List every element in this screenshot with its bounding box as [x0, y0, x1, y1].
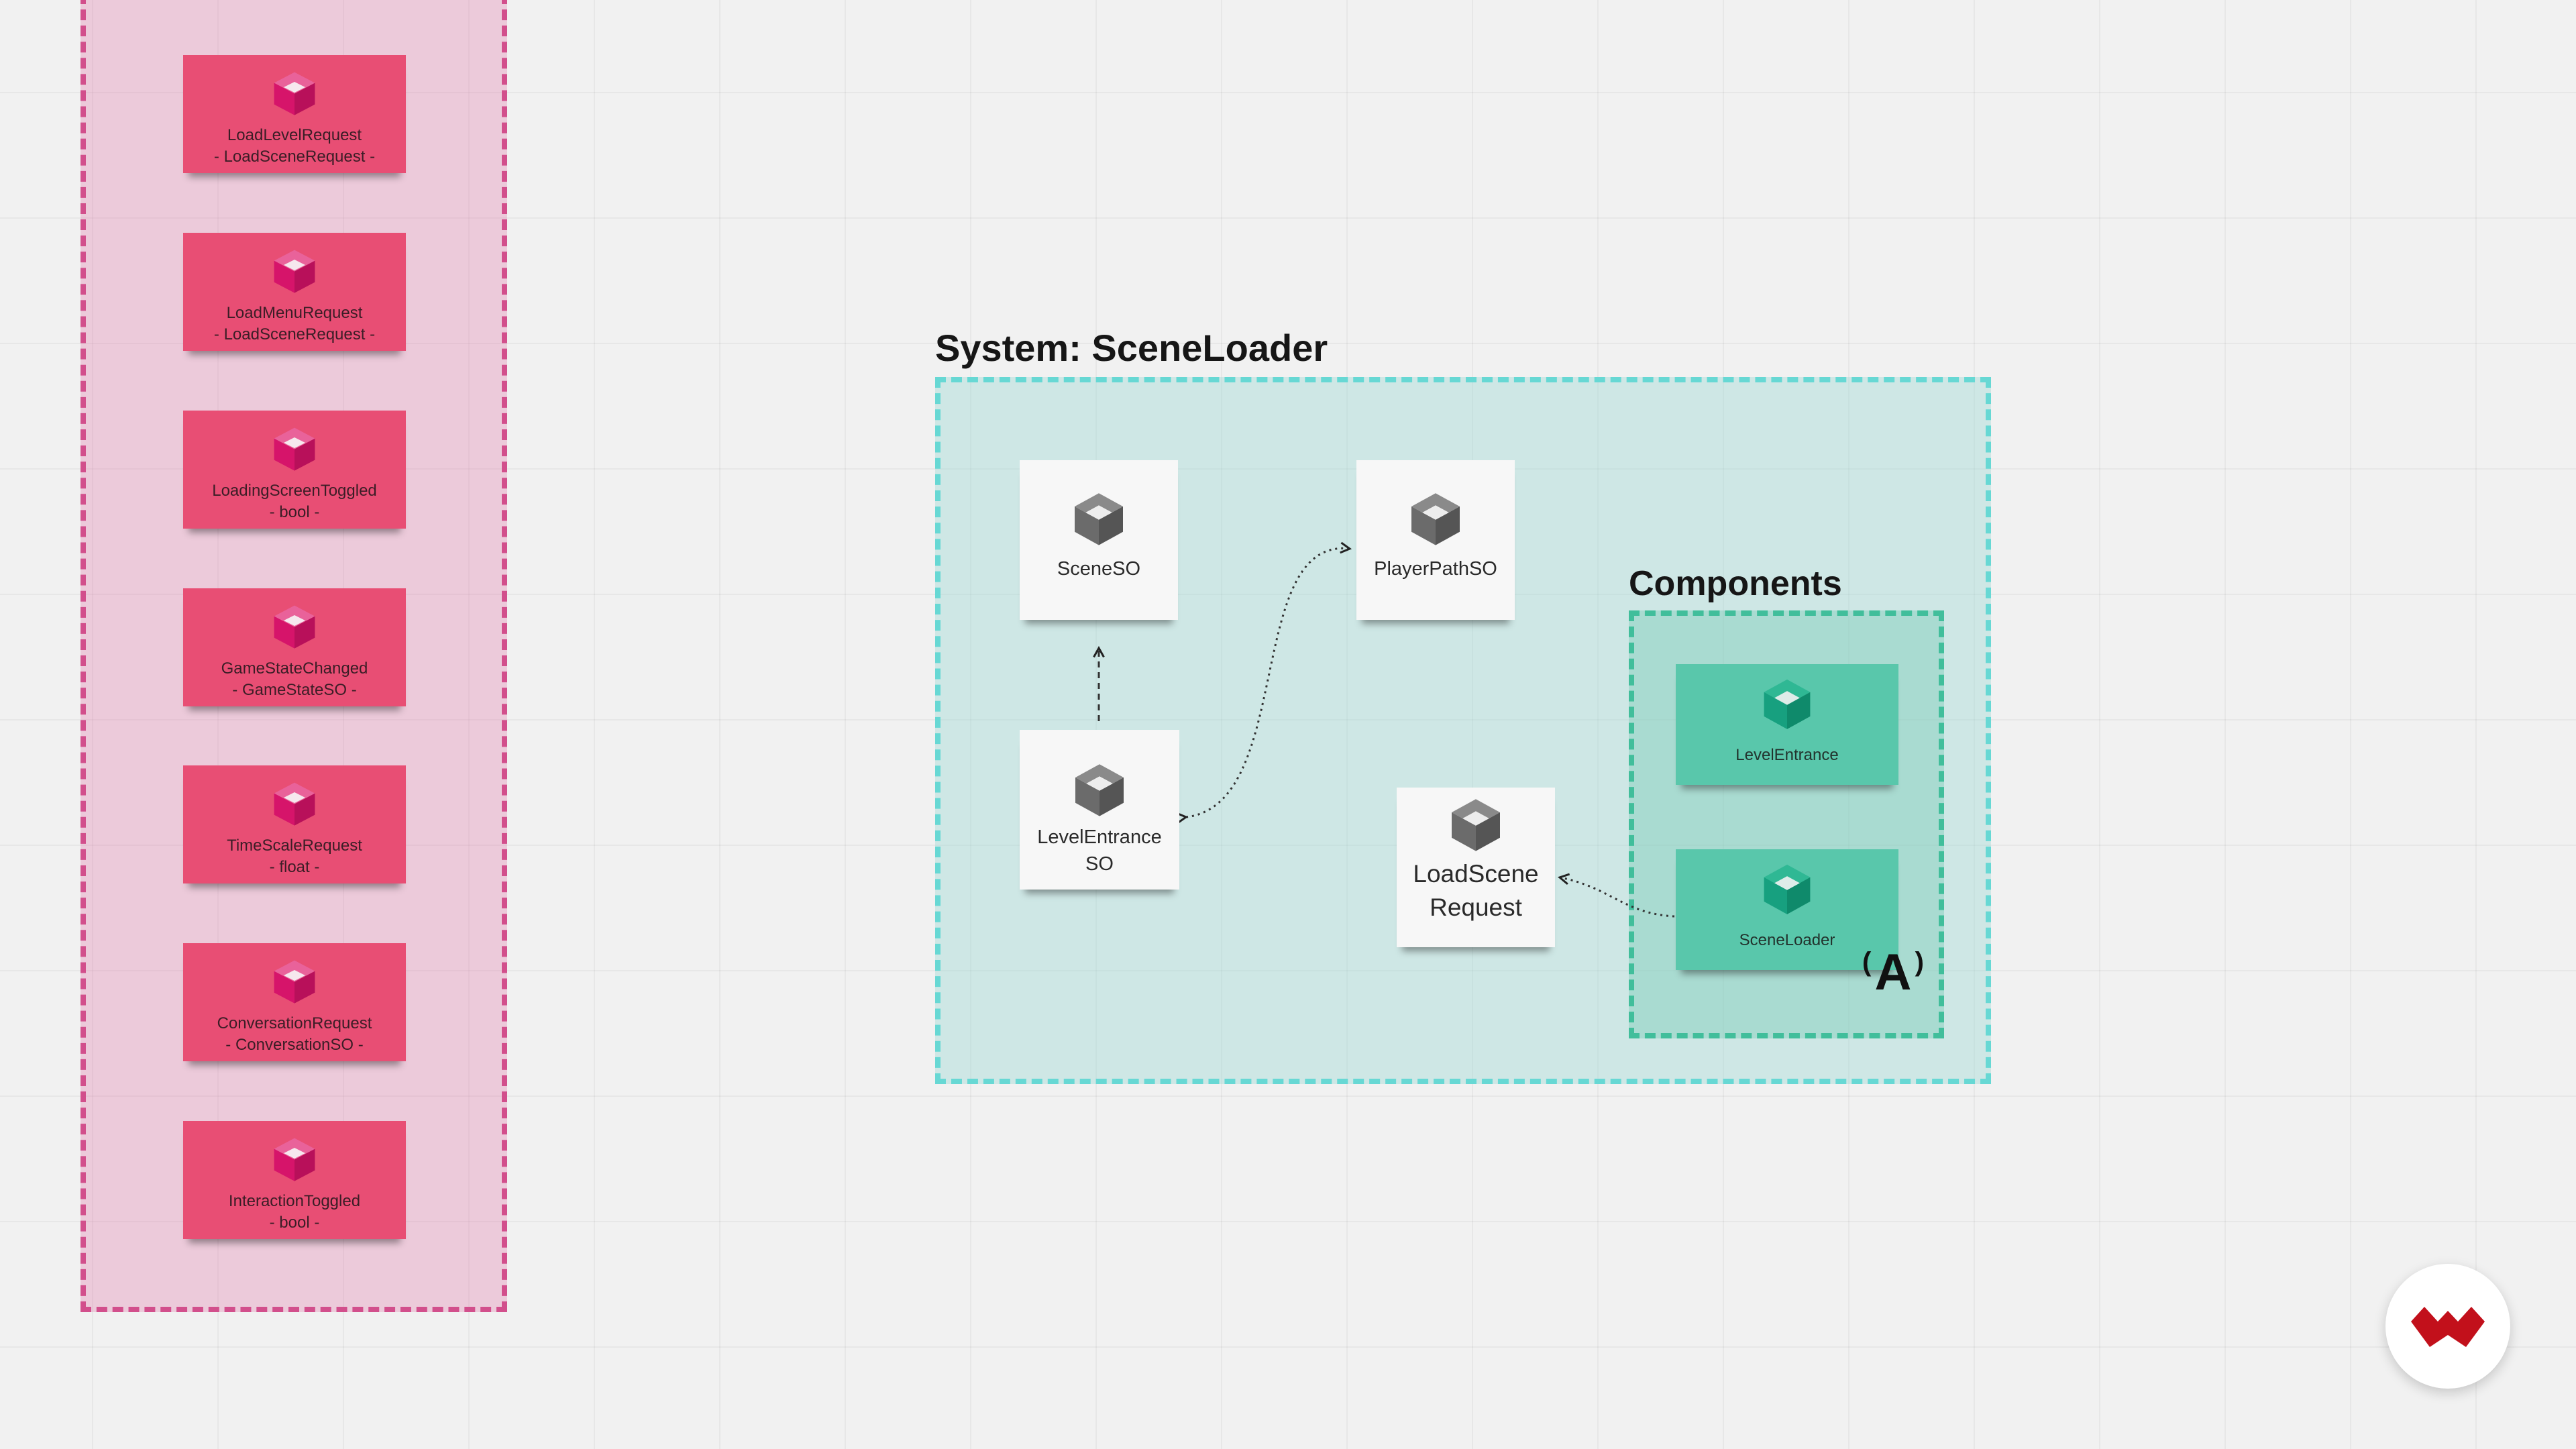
scene-so-node[interactable]: SceneSO	[1020, 460, 1178, 620]
event-channel-type: - bool -	[269, 1214, 320, 1232]
event-channel-name: LoadLevelRequest	[227, 126, 362, 144]
event-channel-name: TimeScaleRequest	[227, 837, 362, 855]
cube-icon	[1452, 799, 1500, 851]
broadcast-icon: ( A )	[1862, 944, 1924, 1001]
event-channel-note[interactable]: GameStateChanged - GameStateSO -	[183, 588, 406, 706]
component-label: LevelEntrance	[1735, 746, 1839, 764]
cube-icon	[274, 72, 315, 115]
node-label: SceneSO	[1057, 558, 1141, 580]
event-channel-type: - ConversationSO -	[225, 1036, 364, 1054]
cube-icon	[1075, 764, 1124, 816]
component-level-entrance[interactable]: LevelEntrance	[1676, 664, 1898, 785]
cube-icon	[274, 1138, 315, 1181]
app-logo[interactable]	[2385, 1264, 2510, 1389]
component-scene-loader[interactable]: SceneLoader	[1676, 849, 1898, 970]
system-title: System: SceneLoader	[935, 327, 1328, 369]
player-path-so-node[interactable]: PlayerPathSO	[1356, 460, 1515, 620]
logo-mark	[2411, 1307, 2485, 1347]
broadcast-glyph: A	[1874, 944, 1912, 1001]
event-channel-note[interactable]: InteractionToggled - bool -	[183, 1121, 406, 1239]
node-label: LevelEntrance	[1037, 826, 1162, 848]
node-label: PlayerPathSO	[1374, 558, 1497, 580]
event-channel-type: - float -	[269, 858, 320, 876]
event-channel-name: GameStateChanged	[221, 659, 368, 678]
event-channel-name: InteractionToggled	[228, 1192, 361, 1210]
event-channel-type: - bool -	[269, 503, 320, 521]
node-label: Request	[1430, 894, 1522, 921]
event-channel-type: - GameStateSO -	[232, 681, 357, 699]
node-label: LoadScene	[1413, 860, 1539, 888]
load-scene-request-node[interactable]: LoadScene Request	[1397, 788, 1555, 947]
event-channel-note[interactable]: LoadMenuRequest - LoadSceneRequest -	[183, 233, 406, 351]
cube-icon	[274, 250, 315, 293]
cube-icon	[1764, 679, 1811, 729]
event-channel-name: LoadMenuRequest	[226, 304, 363, 322]
cube-icon	[274, 960, 315, 1004]
cube-icon	[1764, 864, 1811, 914]
cube-icon	[1411, 493, 1460, 545]
node-label: SO	[1085, 853, 1114, 875]
event-channel-note[interactable]: LoadingScreenToggled - bool -	[183, 411, 406, 529]
event-channel-type: - LoadSceneRequest -	[213, 148, 376, 166]
components-title: Components	[1629, 564, 1842, 603]
cube-icon	[1075, 493, 1123, 545]
event-channel-note[interactable]: ConversationRequest - ConversationSO -	[183, 943, 406, 1061]
event-channel-note[interactable]: LoadLevelRequest - LoadSceneRequest -	[183, 55, 406, 173]
cube-icon	[274, 782, 315, 826]
event-channel-name: LoadingScreenToggled	[212, 482, 377, 500]
cube-icon	[274, 605, 315, 649]
cube-icon	[274, 427, 315, 471]
component-label: SceneLoader	[1739, 931, 1835, 949]
level-entrance-so-node[interactable]: LevelEntrance SO	[1020, 730, 1179, 890]
event-channel-name: ConversationRequest	[217, 1014, 372, 1032]
event-channel-note[interactable]: TimeScaleRequest - float -	[183, 765, 406, 883]
event-channel-type: - LoadSceneRequest -	[213, 325, 376, 343]
